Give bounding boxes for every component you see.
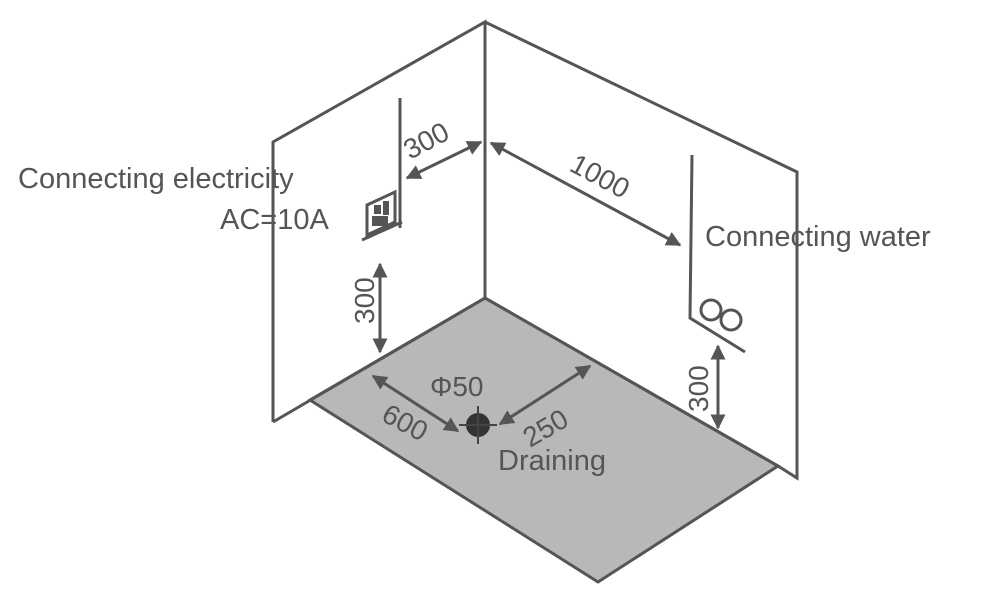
dim-arrow-corner-water <box>489 141 682 247</box>
electricity-label: Connecting electricity <box>18 163 294 195</box>
right-wall <box>484 20 799 481</box>
wall-floor-edge <box>484 296 779 468</box>
drain-icon <box>459 406 497 444</box>
drain-diameter: Φ50 <box>430 371 483 402</box>
current-label: AC=10A <box>220 204 329 236</box>
water-label: Connecting water <box>705 221 931 253</box>
drain-label: Draining <box>498 445 606 477</box>
dim-water-height: 300 <box>683 365 714 412</box>
dim-arrow-socket-corner <box>405 140 483 180</box>
socket-icon <box>361 98 403 242</box>
dim-arrow-drain-back <box>498 364 592 426</box>
dim-arrow-drain-left <box>371 374 460 433</box>
dim-socket-height: 300 <box>349 277 380 324</box>
water-inlet-icon <box>688 154 746 354</box>
dim-corner-water: 1000 <box>565 148 635 205</box>
